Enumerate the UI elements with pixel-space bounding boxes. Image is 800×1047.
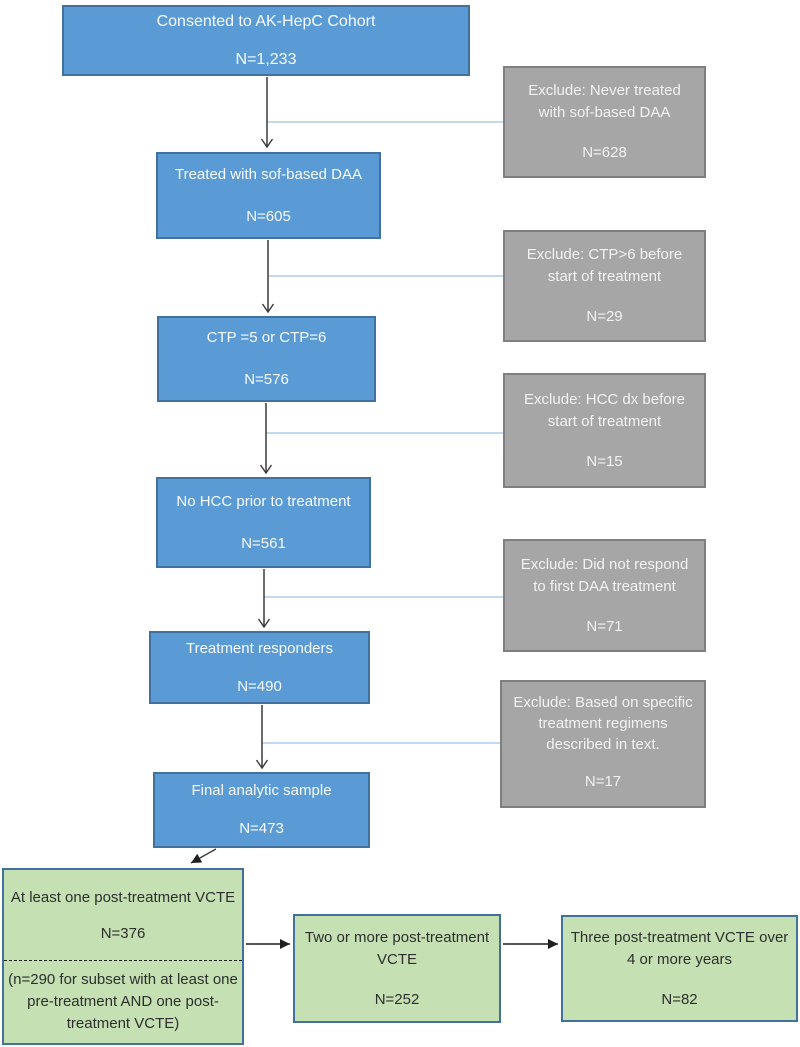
outcome-box-two-or-more-vcte: Two or more post-treatment VCTE N=252 (293, 914, 501, 1023)
outcome-box-main-section: At least one post-treatment VCTE N=376 (4, 870, 242, 960)
flow-box-count: N=473 (239, 820, 284, 837)
exclude-box-count: N=15 (586, 452, 623, 470)
outcome-box-three-vcte: Three post-treatment VCTE over 4 or more… (561, 915, 798, 1022)
flow-box-label: Treated with sof-based DAA (174, 165, 363, 183)
exclude-box-count: N=17 (584, 773, 622, 790)
exclude-box-label: Exclude: Based on specific treatment reg… (513, 694, 693, 753)
exclude-box-label: Exclude: Did not respond to first DAA tr… (520, 555, 689, 595)
exclude-box-label: Exclude: CTP>6 before start of treatment (526, 246, 683, 285)
outcome-box-subset-note: (n=290 for subset with at least one pre-… (4, 961, 242, 1043)
flow-box-consented: Consented to AK-HepC Cohort N=1,233 (62, 5, 470, 76)
outcome-box-label: Two or more post-treatment VCTE (304, 928, 490, 968)
outcome-box-label: At least one post-treatment VCTE (10, 889, 236, 906)
dashed-divider (4, 960, 242, 961)
outcome-box-post-treatment-vcte: At least one post-treatment VCTE N=376 (… (2, 868, 244, 1045)
exclude-box-count: N=29 (586, 308, 623, 325)
flow-box-count: N=1,233 (235, 50, 297, 68)
flow-box-no-hcc: No HCC prior to treatment N=561 (156, 477, 371, 568)
arrow-diagonal (190, 848, 217, 864)
flow-box-ctp: CTP =5 or CTP=6 N=576 (157, 316, 376, 402)
exclude-box-regimens: Exclude: Based on specific treatment reg… (500, 680, 706, 808)
flow-box-final-sample: Final analytic sample N=473 (153, 772, 370, 848)
flow-box-label: Consented to AK-HepC Cohort (156, 12, 376, 30)
outcome-box-label: Three post-treatment VCTE over 4 or more… (570, 928, 789, 968)
exclude-box-count: N=628 (582, 144, 627, 161)
outcome-box-note: (n=290 for subset with at least one pre-… (8, 971, 238, 1032)
flow-box-label: Treatment responders (185, 639, 333, 657)
flow-box-label: CTP =5 or CTP=6 (206, 329, 327, 346)
flow-box-count: N=605 (246, 207, 291, 225)
flow-box-responders: Treatment responders N=490 (149, 631, 370, 704)
outcome-box-count: N=376 (100, 925, 146, 942)
flow-box-count: N=561 (241, 534, 286, 552)
flow-box-label: Final analytic sample (191, 782, 332, 799)
outcome-box-count: N=252 (374, 990, 420, 1008)
exclude-box-count: N=71 (586, 617, 623, 635)
exclude-box-never-treated: Exclude: Never treated with sof-based DA… (503, 66, 706, 178)
outcome-box-count: N=82 (661, 990, 698, 1008)
exclude-box-label: Exclude: Never treated with sof-based DA… (528, 82, 681, 121)
flow-box-treated: Treated with sof-based DAA N=605 (156, 152, 381, 239)
exclude-box-no-response: Exclude: Did not respond to first DAA tr… (503, 539, 706, 652)
flow-box-count: N=490 (237, 677, 282, 695)
flow-box-label: No HCC prior to treatment (176, 492, 351, 510)
flow-box-count: N=576 (244, 371, 289, 388)
exclude-box-ctp: Exclude: CTP>6 before start of treatment… (503, 230, 706, 342)
exclude-box-label: Exclude: HCC dx before start of treatmen… (524, 390, 685, 430)
exclude-box-hcc: Exclude: HCC dx before start of treatmen… (503, 373, 706, 488)
